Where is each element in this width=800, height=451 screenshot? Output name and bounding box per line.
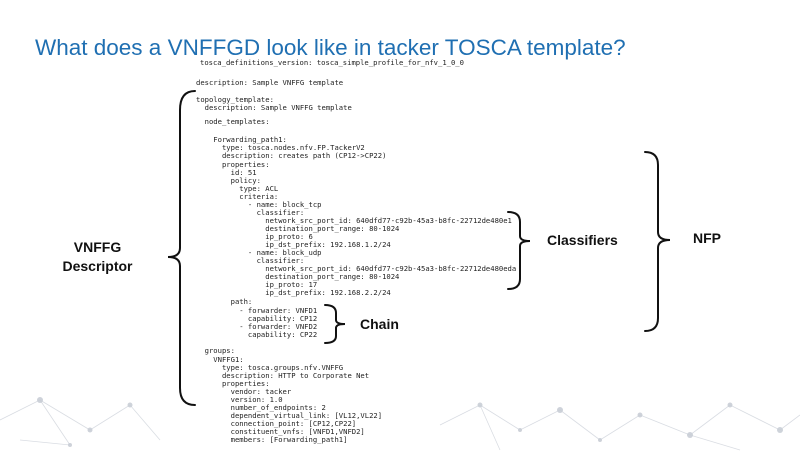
nfp-brace [644, 151, 671, 332]
code-line: capability: CP22 [196, 330, 318, 339]
code-line: constituent_vnfs: [VNFD1,VNFD2] [196, 427, 365, 436]
code-line: tosca_definitions_version: tosca_simple_… [200, 58, 464, 67]
vnffg-descriptor-label-line1: VNFFG [73, 239, 122, 255]
code-line: - forwarder: VNFD1 [196, 306, 318, 315]
code-line: ip_dst_prefix: 192.168.2.2/24 [196, 288, 391, 297]
classifiers-brace [507, 211, 531, 290]
code-line: - name: block_udp [196, 248, 322, 257]
chain-label: Chain [360, 316, 399, 332]
vnffg-descriptor-label: VNFFG Descriptor [55, 238, 140, 276]
code-line: type: ACL [196, 184, 279, 193]
code-line: version: 1.0 [196, 395, 283, 404]
code-line: number_of_endpoints: 2 [196, 403, 326, 412]
code-line: dependent_virtual_link: [VL12,VL22] [196, 411, 383, 420]
code-line: capability: CP12 [196, 314, 318, 323]
code-line: properties: [196, 379, 270, 388]
code-line: destination_port_range: 80-1024 [196, 224, 400, 233]
code-line: vendor: tacker [196, 387, 292, 396]
code-line: type: tosca.groups.nfv.VNFFG [196, 363, 344, 372]
code-line: network_src_port_id: 640dfd77-c92b-45a3-… [196, 216, 512, 225]
code-line: connection_point: [CP12,CP22] [196, 419, 357, 428]
code-line: node_templates: [196, 117, 270, 126]
code-line: - forwarder: VNFD2 [196, 322, 318, 331]
code-line: path: [196, 297, 253, 306]
code-line: members: [Forwarding_path1] [196, 435, 348, 444]
vnffg-descriptor-label-line2: Descriptor [62, 258, 133, 274]
code-line: Forwarding_path1: [196, 135, 287, 144]
nfp-label: NFP [693, 230, 721, 246]
code-line: ip_dst_prefix: 192.168.1.2/24 [196, 240, 391, 249]
code-line: id: 51 [196, 168, 257, 177]
code-line: destination_port_range: 80-1024 [196, 272, 400, 281]
classifiers-label: Classifiers [547, 232, 618, 248]
code-line: ip_proto: 17 [196, 280, 318, 289]
code-line: description: creates path (CP12->CP22) [196, 151, 387, 160]
vnffg-descriptor-brace [167, 90, 196, 406]
chain-brace [324, 304, 346, 344]
code-line: ip_proto: 6 [196, 232, 313, 241]
slide-title: What does a VNFFGD look like in tacker T… [35, 35, 626, 60]
code-line: network_src_port_id: 640dfd77-c92b-45a3-… [196, 264, 517, 273]
code-line: classifier: [196, 208, 305, 217]
code-line: properties: [196, 160, 270, 169]
code-line: classifier: [196, 256, 305, 265]
code-line: - name: block_tcp [196, 200, 322, 209]
code-line: type: tosca.nodes.nfv.FP.TackerV2 [196, 143, 365, 152]
code-line: VNFFG1: [196, 355, 244, 364]
code-line: policy: [196, 176, 261, 185]
code-line: description: Sample VNFFG template [196, 103, 352, 112]
code-line: topology_template: [196, 95, 274, 104]
code-line: groups: [196, 346, 235, 355]
code-line: criteria: [196, 192, 279, 201]
code-line: description: HTTP to Corporate Net [196, 371, 370, 380]
code-line: description: Sample VNFFG template [196, 78, 344, 87]
